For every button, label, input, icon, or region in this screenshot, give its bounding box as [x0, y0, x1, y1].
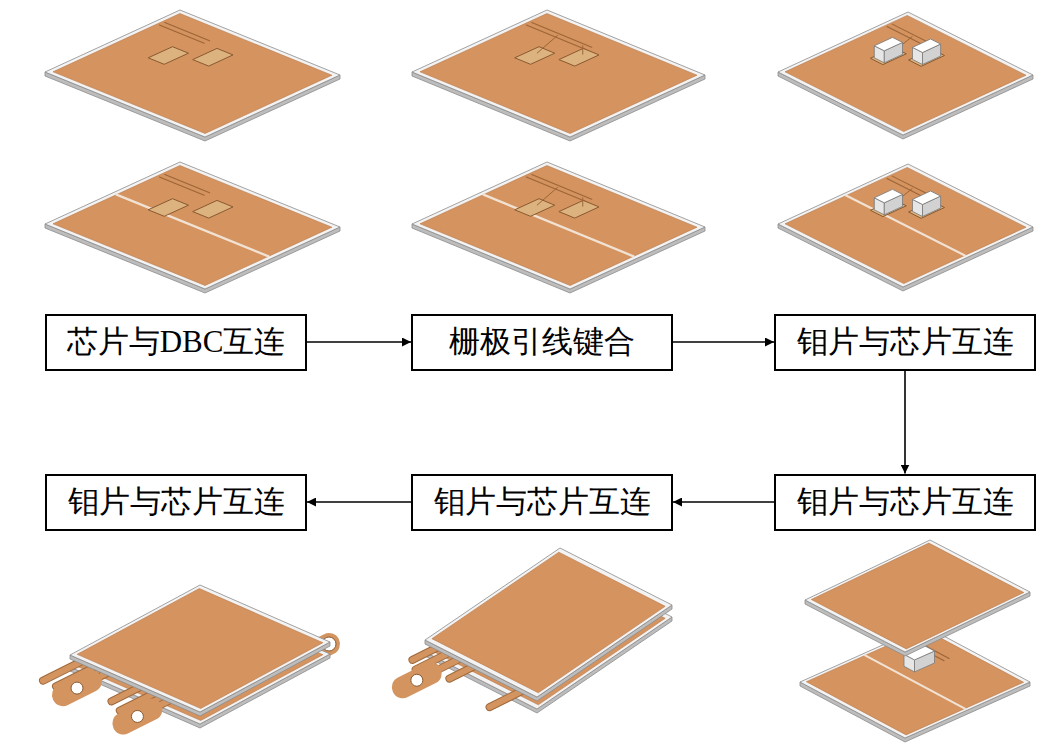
lead-tab — [123, 709, 151, 723]
bond-wire — [582, 198, 583, 206]
gate-trace — [532, 175, 592, 200]
chip-die — [193, 48, 233, 66]
ceramic-layer — [412, 10, 705, 137]
process-box: 钼片与芯片互连 — [774, 314, 1036, 371]
gate-trace — [165, 23, 210, 41]
chip-die — [515, 199, 555, 217]
gate-trace — [165, 175, 210, 193]
flow-arrow — [307, 341, 411, 343]
copper-layer — [785, 15, 1026, 131]
process-box: 钼片与芯片互连 — [45, 474, 307, 531]
chip-die — [559, 48, 599, 66]
ceramic-layer — [778, 12, 1033, 135]
copper-layer — [785, 167, 1026, 283]
step-label: 钼片与芯片互连 — [797, 325, 1014, 359]
gate-trace — [526, 25, 586, 50]
copper-layer — [77, 589, 323, 709]
copper-layer — [811, 543, 1024, 649]
lead-tab — [403, 673, 431, 687]
bond-wire — [582, 46, 583, 54]
step-label: 芯片与DBC互连 — [67, 325, 286, 359]
chip-die — [559, 200, 599, 218]
lead-terminal — [490, 690, 524, 707]
molybdenum-top — [874, 37, 902, 50]
gate-trace — [159, 177, 204, 195]
gate-trace — [526, 177, 586, 202]
copper-layer — [420, 14, 697, 134]
flow-arrow — [673, 341, 774, 343]
flow-arrow — [904, 371, 906, 474]
step-label: 栅极引线键合 — [449, 325, 635, 359]
isolation-gap — [846, 196, 965, 256]
process-box: 钼片与芯片互连 — [411, 474, 673, 531]
mounting-hole — [71, 682, 83, 694]
step-label: 钼片与芯片互连 — [434, 485, 651, 519]
ceramic-layer — [778, 164, 1033, 287]
process-box: 栅极引线键合 — [411, 314, 673, 371]
flow-arrow — [673, 501, 774, 503]
ceramic-layer — [805, 540, 1030, 652]
chip-die — [148, 47, 188, 65]
bond-wire — [537, 35, 557, 53]
bond-wire — [537, 187, 557, 205]
molybdenum-top — [874, 189, 902, 203]
gate-trace — [532, 23, 592, 48]
lead-tab — [63, 681, 91, 695]
copper-layer — [432, 552, 665, 693]
step-label: 钼片与芯片互连 — [68, 485, 285, 519]
ceramic-layer — [412, 162, 705, 289]
ceramic-layer — [45, 162, 340, 289]
mounting-hole — [411, 674, 423, 686]
ceramic-layer — [425, 548, 672, 697]
step-label: 钼片与芯片互连 — [797, 485, 1014, 519]
process-box: 钼片与芯片互连 — [774, 474, 1036, 531]
mounting-hole — [131, 710, 143, 722]
molybdenum-top — [913, 39, 941, 53]
chip-die — [515, 47, 555, 65]
molybdenum-top — [913, 191, 941, 205]
copper-layer — [420, 166, 697, 286]
ceramic-layer — [70, 585, 330, 712]
flow-arrow — [307, 501, 411, 503]
lead-terminal — [490, 690, 524, 707]
copper-layer — [53, 14, 332, 134]
chip-die — [193, 200, 233, 218]
chip-die — [148, 199, 188, 217]
isolation-gap — [117, 195, 269, 257]
isolation-gap — [483, 195, 633, 257]
process-box: 芯片与DBC互连 — [45, 314, 307, 371]
ceramic-layer — [45, 10, 340, 137]
gate-trace — [159, 25, 204, 43]
copper-layer — [53, 166, 332, 286]
